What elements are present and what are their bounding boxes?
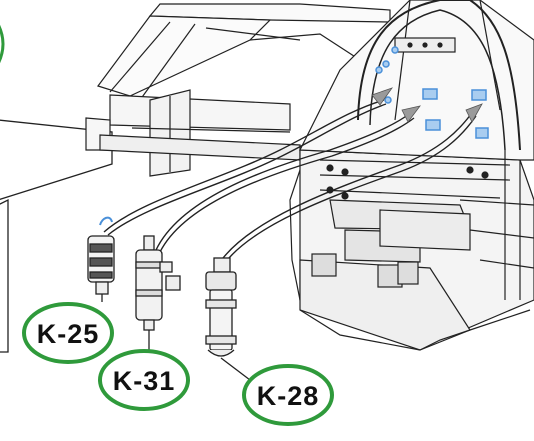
- callout-label: K-25: [37, 319, 100, 349]
- callout-k25: K-25: [22, 302, 114, 364]
- connector-point: [375, 66, 383, 74]
- tube-k25: [103, 99, 385, 233]
- detail-inset-frame: [0, 24, 113, 353]
- callout-label: K-28: [257, 381, 320, 411]
- callout-label: K-31: [113, 366, 176, 396]
- callout-k28: K-28: [242, 364, 334, 426]
- tube-k28: [219, 109, 475, 263]
- printer-mechanism: [289, 0, 534, 351]
- arrow-head: [465, 103, 483, 123]
- callout-ring: [98, 349, 190, 411]
- blue-connectors: [375, 46, 489, 139]
- machine-housing: [85, 3, 391, 177]
- connector-point: [384, 96, 392, 104]
- callout-k31: K-31: [98, 349, 190, 411]
- component-k31: [135, 235, 181, 352]
- component-k28: [205, 257, 251, 381]
- arrow-head: [371, 87, 394, 106]
- component-k25: [87, 216, 115, 302]
- tube-k31: [155, 111, 413, 251]
- connector-plate: [475, 127, 489, 139]
- connector-plate: [471, 89, 487, 101]
- ink-tubes: [103, 99, 477, 265]
- arrow-head: [401, 105, 421, 123]
- connector-point: [382, 60, 390, 68]
- flow-arrows: [371, 87, 483, 123]
- callout-ring: [22, 302, 114, 364]
- connector-plate: [425, 119, 441, 131]
- callout-ring: [242, 364, 334, 426]
- connector-point: [391, 46, 399, 54]
- connector-plate: [422, 88, 438, 100]
